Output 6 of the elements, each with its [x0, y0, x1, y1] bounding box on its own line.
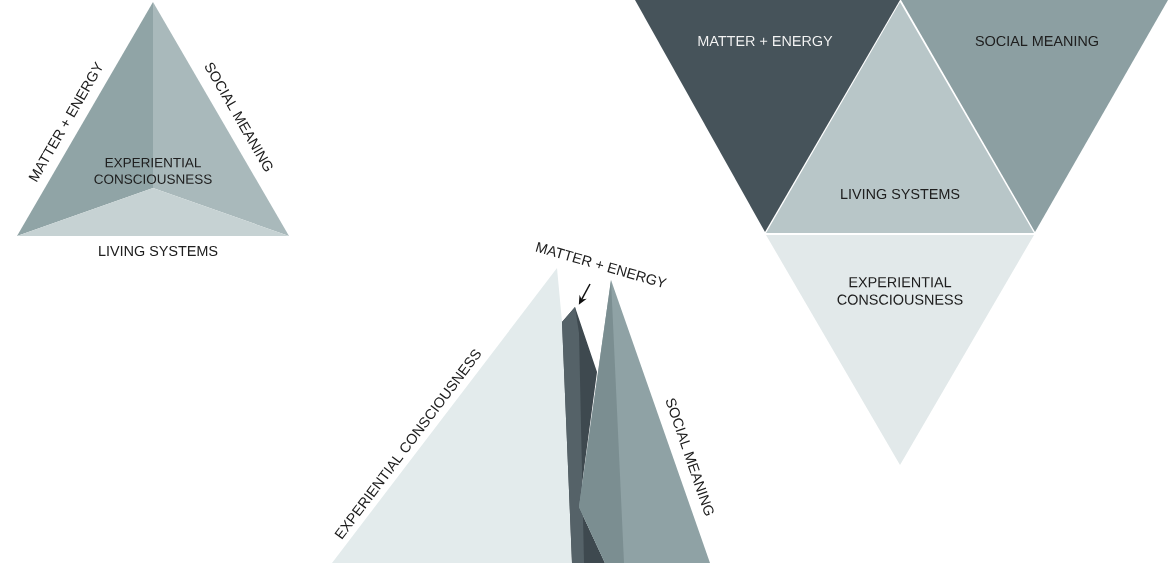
face-label: LIVING SYSTEMS [99, 245, 218, 257]
center-label: EXPERIENTIAL CONSCIOUSNESS [94, 158, 212, 184]
triangle-label: LIVING SYSTEMS [841, 188, 960, 200]
triangle-label: MATTER + ENERGY [698, 35, 833, 47]
triangle-label: EXPERIENTIAL CONSCIOUSNESS [837, 277, 963, 305]
triangle-label: SOCIAL MEANING [975, 35, 1098, 47]
